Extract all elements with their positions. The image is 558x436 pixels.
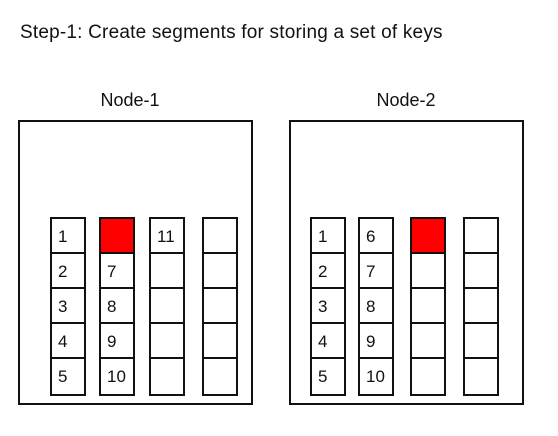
segment-cell: 9 — [360, 324, 392, 359]
node-1-segment-1: 1 2 3 4 5 — [50, 217, 86, 396]
segment-cell — [151, 324, 183, 359]
node-1-segment-2: 7 8 9 10 — [99, 217, 135, 396]
segment-cell — [465, 359, 497, 394]
segment-cell: 5 — [58, 367, 68, 386]
segment-cell: 10 — [107, 367, 126, 386]
segment-cell: 7 — [101, 254, 133, 289]
segment-cell: 9 — [101, 324, 133, 359]
segment-cell — [151, 359, 183, 394]
node-2-box: 1 2 3 4 5 6 7 8 9 10 — [289, 120, 524, 405]
node-1-box: 1 2 3 4 5 7 8 9 10 11 — [18, 120, 253, 405]
segment-cell: 5 — [318, 367, 328, 386]
segment-cell: 2 — [312, 254, 344, 289]
segment-cell: 8 — [360, 289, 392, 324]
segment-cell: 4 — [52, 324, 84, 359]
node-2-label: Node-2 — [376, 90, 436, 110]
segment-cell-filled — [101, 219, 133, 254]
segment-cell — [465, 324, 497, 359]
segment-cell — [465, 254, 497, 289]
node-1-segment-3: 11 — [149, 217, 185, 396]
segment-cell — [412, 289, 444, 324]
segment-cell — [204, 289, 236, 324]
segment-cell: 6 — [360, 219, 392, 254]
segment-cell: 7 — [360, 254, 392, 289]
segment-cell — [465, 289, 497, 324]
segment-cell: 4 — [312, 324, 344, 359]
node-2-segment-4 — [463, 217, 499, 396]
segment-cell — [412, 359, 444, 394]
step-title: Step-1: Create segments for storing a se… — [20, 22, 443, 43]
segment-cell — [465, 219, 497, 254]
segment-cell: 1 — [52, 219, 84, 254]
segment-cell: 3 — [52, 289, 84, 324]
segment-cell — [412, 324, 444, 359]
segment-cell — [412, 254, 444, 289]
segment-cell: 8 — [101, 289, 133, 324]
node-2-segment-2: 6 7 8 9 10 — [358, 217, 394, 396]
segment-cell: 10 — [366, 367, 385, 386]
segment-cell: 11 — [151, 219, 183, 254]
segment-cell-filled — [412, 219, 444, 254]
segment-cell: 3 — [312, 289, 344, 324]
node-2-segment-3 — [410, 217, 446, 396]
segment-cell — [151, 289, 183, 324]
node-1-label: Node-1 — [100, 90, 160, 110]
segment-cell — [204, 324, 236, 359]
segment-cell: 1 — [312, 219, 344, 254]
segment-cell — [204, 219, 236, 254]
segment-cell: 2 — [52, 254, 84, 289]
segment-cell — [204, 359, 236, 394]
segment-cell — [204, 254, 236, 289]
segment-cell — [151, 254, 183, 289]
node-1-segment-4 — [202, 217, 238, 396]
node-2-segment-1: 1 2 3 4 5 — [310, 217, 346, 396]
